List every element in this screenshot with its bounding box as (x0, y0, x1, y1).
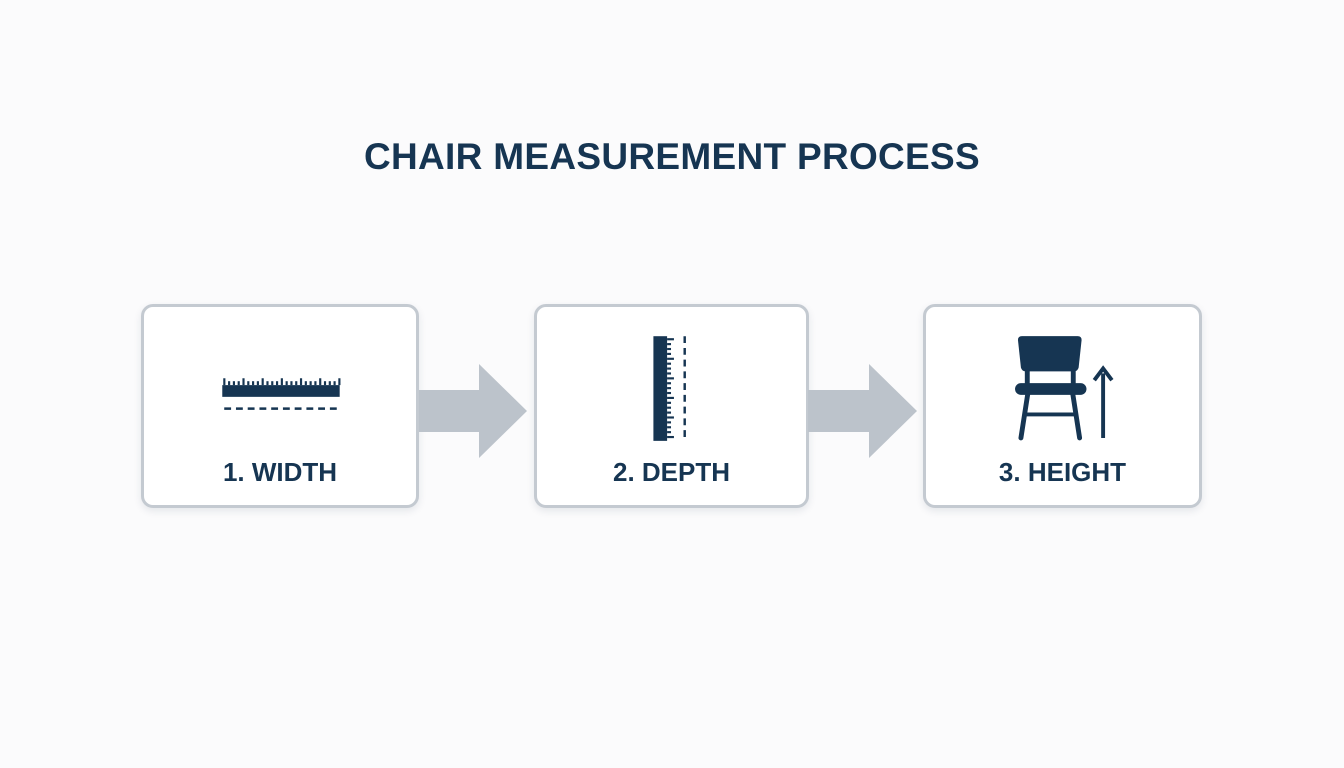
step-width-box: 1. WIDTH (141, 304, 419, 508)
diagram-title: CHAIR MEASUREMENT PROCESS (364, 136, 980, 177)
step-height-box: 3. HEIGHT (923, 304, 1202, 508)
chair-height-icon (926, 325, 1199, 455)
step-width-label: 1. WIDTH (222, 457, 338, 487)
horizontal-ruler-icon (144, 325, 416, 455)
step-depth-label: 2. DEPTH (612, 457, 731, 487)
right-arrow-icon (419, 364, 527, 458)
right-arrow-icon (808, 364, 917, 458)
step-height-label: 3. HEIGHT (998, 457, 1127, 487)
vertical-ruler-icon (537, 325, 806, 455)
step-depth-box: 2. DEPTH (534, 304, 809, 508)
